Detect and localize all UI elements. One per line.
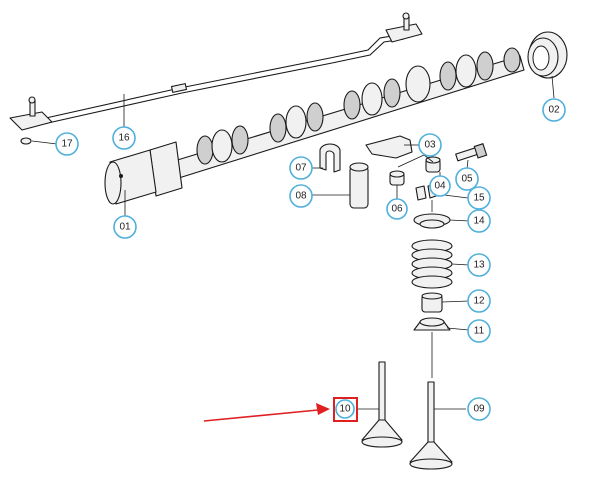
callout-label-08: 08 (295, 191, 307, 202)
valve-stem-seal (421, 292, 443, 313)
rocker-arm (365, 135, 413, 159)
callout-label-06: 06 (391, 204, 403, 215)
callout-label-16: 16 (118, 133, 130, 144)
hydraulic-lifter (349, 162, 369, 209)
highlight-arrow (203, 403, 330, 422)
rocker-pivot-04 (425, 156, 441, 173)
callout-label-02: 02 (548, 105, 560, 116)
callout-03: 03 (418, 133, 442, 157)
callout-06: 06 (386, 198, 408, 220)
rocker-pivot-06 (389, 170, 405, 186)
callout-label-10: 10 (339, 404, 351, 415)
callout-02: 02 (542, 98, 566, 122)
callout-13: 13 (467, 253, 491, 277)
intake-valve-part-10 (361, 361, 403, 448)
camshaft (104, 47, 525, 205)
callout-11: 11 (467, 319, 491, 343)
callout-label-01: 01 (119, 222, 131, 233)
camshaft-bearing-journals (211, 54, 477, 163)
leader-lines (31, 75, 555, 410)
callout-12: 12 (467, 289, 491, 313)
callout-label-15: 15 (473, 193, 485, 204)
callout-10-highlighted: 10 (333, 397, 358, 422)
callout-04: 04 (429, 175, 451, 197)
valve-spring (411, 239, 453, 289)
washer-part-17 (20, 137, 32, 145)
oil-spray-pipe (9, 12, 423, 131)
callout-label-04: 04 (434, 181, 446, 192)
callout-08: 08 (289, 184, 313, 208)
callout-label-05: 05 (461, 174, 473, 185)
camshaft-seal-ring (527, 31, 568, 79)
callout-14: 14 (467, 209, 491, 233)
callout-label-13: 13 (473, 260, 485, 271)
bolt-part-05 (455, 143, 488, 162)
callout-05: 05 (455, 167, 479, 191)
exhaust-valve-part-09 (409, 381, 453, 470)
spring-seat (413, 317, 451, 331)
callout-label-12: 12 (473, 296, 485, 307)
clip-part-07 (319, 143, 341, 173)
camshaft-nose-hole (119, 174, 123, 178)
callout-label-07: 07 (295, 163, 307, 174)
callout-01: 01 (113, 215, 137, 239)
callout-15: 15 (467, 186, 491, 210)
callout-label-11: 11 (474, 326, 485, 337)
callout-16: 16 (112, 126, 136, 150)
callout-label-14: 14 (473, 216, 485, 227)
camshaft-lobes (196, 47, 521, 165)
callout-17: 17 (55, 132, 79, 156)
callout-label-17: 17 (61, 139, 73, 150)
spring-retainer (413, 213, 451, 229)
callout-09: 09 (467, 397, 491, 421)
callout-07: 07 (289, 156, 313, 180)
callout-label-09: 09 (473, 404, 485, 415)
callout-label-03: 03 (424, 140, 436, 151)
